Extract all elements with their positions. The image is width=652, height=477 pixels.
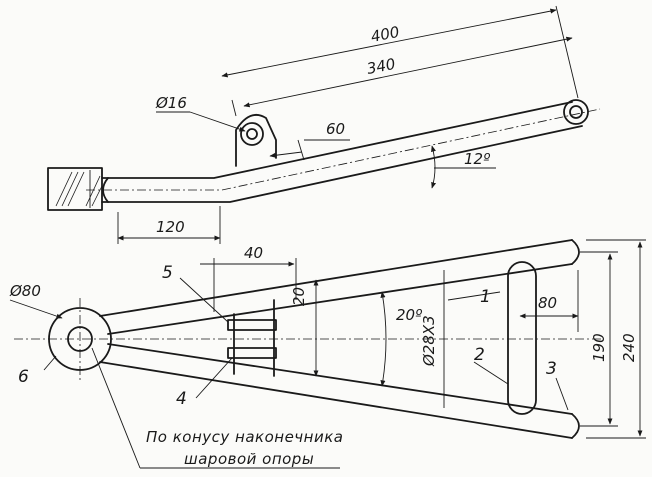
callout-4: 4 <box>176 389 187 409</box>
dim-20-label: 20 <box>290 287 308 306</box>
note-line-1: По конусу наконечника <box>146 428 343 446</box>
side-tube <box>101 101 583 203</box>
plan-view: 40 20 20º Ø28X3 80 190 240 Ø80 5 4 1 <box>9 239 646 469</box>
side-end-eye <box>563 99 589 125</box>
dim-120-label: 120 <box>156 218 185 236</box>
lower-arm-top <box>107 343 573 415</box>
dim-240-label: 240 <box>620 333 638 362</box>
callout-5: 5 <box>162 263 173 283</box>
dim-340-label: 340 <box>365 55 397 78</box>
dim-12deg-arc <box>431 145 437 189</box>
dim-60-label: 60 <box>326 120 345 138</box>
note-line-2: шаровой опоры <box>184 450 314 468</box>
dim-40-label: 40 <box>244 244 263 262</box>
side-hub-hatching <box>55 171 103 207</box>
dim-d16-label: Ø16 <box>155 94 187 112</box>
dim-190-label: 190 <box>590 333 608 362</box>
side-view: 400 340 Ø16 60 12º 120 <box>47 5 601 244</box>
crossbar-tube <box>507 261 537 415</box>
note-leader <box>91 347 141 469</box>
side-end-hole <box>569 105 583 119</box>
dim-80-label: 80 <box>538 294 557 312</box>
side-centerline <box>86 108 601 191</box>
dim-d80-label: Ø80 <box>9 282 41 300</box>
lower-arm-bottom <box>99 361 573 439</box>
dim-20deg-label: 20º <box>396 306 422 324</box>
callout-6: 6 <box>18 367 29 387</box>
callout-3: 3 <box>546 359 557 379</box>
side-hub-block <box>47 167 103 211</box>
dim-d80-leader <box>9 299 63 319</box>
dim-tube-label: Ø28X3 <box>420 315 438 367</box>
dim-12deg-label: 12º <box>464 150 490 168</box>
dim-340-line <box>243 36 573 108</box>
callout-1: 1 <box>480 287 491 307</box>
dim-20deg-arc <box>380 291 387 387</box>
upper-arm-bottom <box>107 263 573 335</box>
dim-400-label: 400 <box>369 23 401 46</box>
upper-arm-top <box>99 239 573 317</box>
side-bracket <box>235 114 277 167</box>
plan-bracket <box>227 299 277 377</box>
dim-d16-leader <box>189 111 246 132</box>
callout-2: 2 <box>474 345 485 365</box>
